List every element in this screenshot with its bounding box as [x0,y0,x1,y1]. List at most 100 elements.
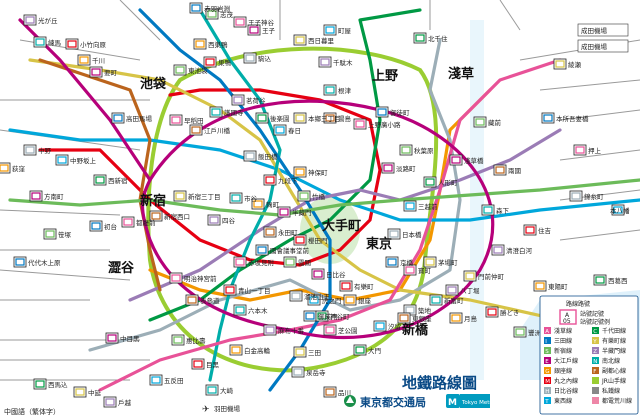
station-marker-s94[interactable] [43,228,57,240]
station-marker-s64[interactable] [233,304,247,316]
station-marker-s36[interactable] [173,190,187,202]
station-marker-s97[interactable] [223,284,237,296]
station-marker-s72[interactable] [291,366,305,378]
station-marker-s92[interactable] [121,216,135,228]
station-marker-s9[interactable] [413,32,427,44]
station-marker-s40[interactable] [233,256,247,268]
station-marker-s87[interactable] [593,274,607,286]
station-marker-s69[interactable] [105,332,119,344]
station-marker-s62[interactable] [293,346,307,358]
station-marker-s106[interactable] [385,256,399,268]
station-marker-s86[interactable] [611,204,625,216]
station-marker-s109[interactable] [251,198,265,210]
station-marker-s110[interactable] [293,234,307,246]
station-marker-s16[interactable] [399,144,413,156]
station-marker-s104[interactable] [397,312,411,324]
station-marker-s35[interactable] [93,174,107,186]
station-marker-s21[interactable] [273,124,287,136]
station-marker-s26[interactable] [189,124,203,136]
station-shinbashi[interactable]: 新橋 [402,322,429,338]
station-marker-s98[interactable] [289,290,303,302]
station-marker-s6[interactable] [203,56,217,68]
station-marker-s88[interactable] [553,58,567,70]
station-marker-s2[interactable] [189,2,203,14]
station-marker-s65[interactable] [185,294,199,306]
station-marker-s33[interactable] [23,144,37,156]
station-marker-s99[interactable] [307,294,321,306]
station-asakusa[interactable]: 淺草 [448,66,474,82]
station-marker-s42[interactable] [283,256,297,268]
station-marker-s83[interactable] [533,280,547,292]
station-marker-s50[interactable] [491,244,505,256]
station-marker-s30[interactable] [89,66,103,78]
station-marker-s41[interactable] [255,244,269,256]
station-marker-s90[interactable] [33,36,47,48]
station-marker-s84[interactable] [523,224,537,236]
station-marker-s15[interactable] [375,106,389,118]
station-marker-s100[interactable] [315,310,329,322]
station-marker-s85[interactable] [569,190,583,202]
station-marker-s95[interactable] [29,190,43,202]
station-marker-s25[interactable] [209,106,223,118]
station-marker-s54[interactable] [541,112,555,124]
station-marker-s58[interactable] [485,306,499,318]
station-ueno[interactable]: 上野 [372,69,398,84]
station-marker-s44[interactable] [343,294,357,306]
station-marker-s13[interactable] [323,112,337,124]
station-marker-s34[interactable] [55,154,69,166]
station-shinjuku[interactable]: 新宿 [140,193,166,209]
station-marker-s67[interactable] [13,256,27,268]
station-marker-s43[interactable] [311,268,325,280]
station-marker-s78[interactable] [323,386,337,398]
station-marker-s102[interactable] [445,284,459,296]
station-marker-s47[interactable] [403,200,417,212]
station-marker-s38[interactable] [229,192,243,204]
station-marker-s73[interactable] [149,374,163,386]
station-marker-s93[interactable] [89,220,103,232]
station-marker-s89[interactable] [23,14,37,26]
station-marker-s8[interactable] [323,24,337,36]
station-marker-s5[interactable] [193,38,207,50]
station-marker-s48[interactable] [423,176,437,188]
station-marker-s18[interactable] [293,166,307,178]
station-marker-s76[interactable] [103,396,117,408]
station-marker-s108[interactable] [277,206,291,218]
station-marker-s51[interactable] [481,204,495,216]
station-marker-s66[interactable] [169,272,183,284]
station-marker-s49[interactable] [463,270,477,282]
station-marker-s103[interactable] [429,294,443,306]
station-marker-s52[interactable] [493,164,507,176]
station-marker-s10[interactable] [293,34,307,46]
station-marker-s45[interactable] [339,280,353,292]
station-marker-s107[interactable] [297,190,311,202]
station-shibuya[interactable]: 澀谷 [108,260,135,276]
station-marker-s80[interactable] [303,310,317,322]
station-marker-s1[interactable] [233,16,247,28]
station-marker-s77[interactable] [205,384,219,396]
station-marker-s53[interactable] [573,144,587,156]
station-marker-s68[interactable] [171,334,185,346]
station-marker-s79[interactable] [323,324,337,336]
station-marker-s57[interactable] [449,312,463,324]
station-marker-s14[interactable] [353,118,367,130]
station-otemachi[interactable]: 大手町 [322,218,361,234]
station-marker-s22[interactable] [255,112,269,124]
station-marker-s71[interactable] [191,358,205,370]
station-marker-s20[interactable] [243,150,257,162]
station-marker-s24[interactable] [231,94,245,106]
station-marker-s19[interactable] [263,174,277,186]
station-marker-s11[interactable] [318,56,332,68]
station-marker-s74[interactable] [33,378,47,390]
station-marker-s32[interactable] [65,38,79,50]
station-marker-s75[interactable] [73,386,87,398]
station-marker-s12[interactable] [323,84,337,96]
station-marker-s46[interactable] [387,228,401,240]
station-marker-s37[interactable] [207,214,221,226]
station-marker-s27[interactable] [169,114,183,126]
station-marker-s17[interactable] [381,162,395,174]
station-ikebukuro[interactable]: 池袋 [140,76,167,92]
station-marker-s91[interactable] [149,210,163,222]
station-marker-s55[interactable] [473,116,487,128]
station-marker-s56[interactable] [449,154,463,166]
station-marker-s60[interactable] [373,320,387,332]
